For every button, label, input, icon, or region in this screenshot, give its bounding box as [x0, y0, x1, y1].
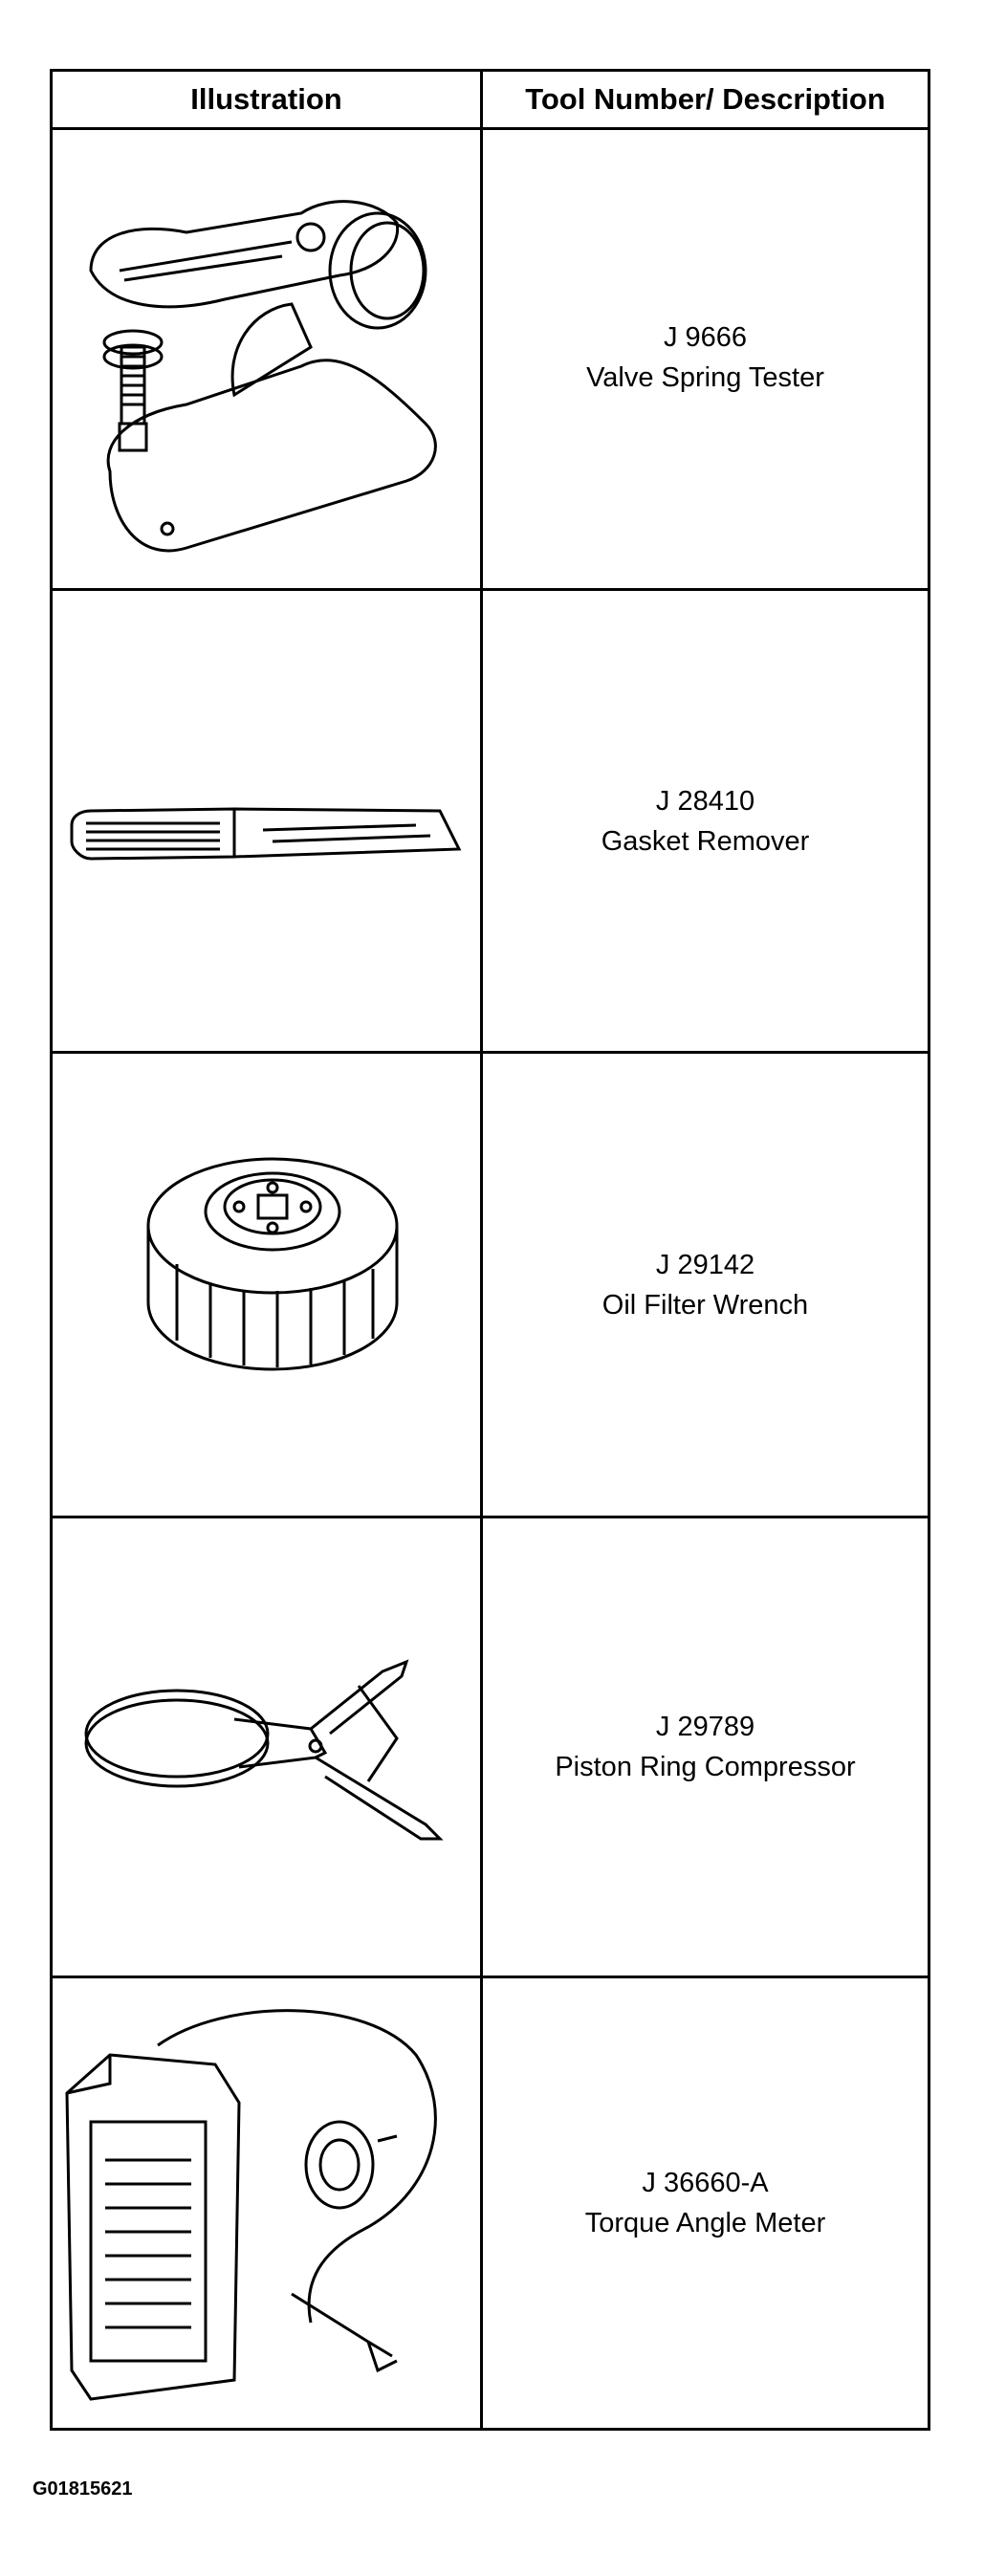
tool-number: J 29142	[655, 1249, 755, 1280]
header-illustration: Illustration	[53, 72, 483, 127]
table-row: J 28410 Gasket Remover	[53, 591, 928, 1054]
tool-number: J 28410	[655, 785, 755, 817]
table-header: Illustration Tool Number/ Description	[53, 72, 928, 130]
table-row: J 29789 Piston Ring Compressor	[53, 1518, 928, 1978]
illustration-cell	[53, 1054, 483, 1516]
description-cell: J 36660-A Torque Angle Meter	[483, 1978, 928, 2428]
figure-id: G01815621	[33, 2478, 133, 2500]
illustration-cell	[53, 1978, 483, 2428]
tool-name: Gasket Remover	[601, 825, 810, 857]
tool-name: Torque Angle Meter	[584, 2208, 826, 2238]
tool-number: J 9666	[663, 322, 748, 353]
tool-table: Illustration Tool Number/ Description	[50, 69, 930, 2431]
illustration-cell	[53, 127, 483, 588]
description-cell: J 29789 Piston Ring Compressor	[483, 1518, 928, 1976]
description-cell: J 9666 Valve Spring Tester	[483, 127, 928, 588]
table-row: J 29142 Oil Filter Wrench	[53, 1054, 928, 1518]
description-cell: J 29142 Oil Filter Wrench	[483, 1054, 928, 1516]
tool-number: J 29789	[655, 1712, 755, 1742]
tool-name: Oil Filter Wrench	[601, 1289, 809, 1321]
torque-angle-meter-icon	[65, 2009, 437, 2401]
description-cell: J 28410 Gasket Remover	[483, 591, 928, 1051]
tool-number: J 36660-A	[642, 2168, 769, 2198]
illustration-cell	[53, 1518, 483, 1976]
table-row: J 9666 Valve Spring Tester	[53, 127, 928, 591]
tool-name: Piston Ring Compressor	[555, 1752, 856, 1782]
gasket-remover-icon	[70, 807, 462, 861]
piston-ring-compressor-icon	[84, 1659, 444, 1841]
table-row: J 36660-A Torque Angle Meter	[53, 1978, 928, 2428]
tool-name: Valve Spring Tester	[586, 362, 824, 393]
oil-filter-wrench-icon	[146, 1157, 399, 1371]
valve-spring-tester-icon	[89, 200, 437, 553]
header-tool-number-description: Tool Number/ Description	[525, 82, 886, 116]
illustration-cell	[53, 591, 483, 1051]
